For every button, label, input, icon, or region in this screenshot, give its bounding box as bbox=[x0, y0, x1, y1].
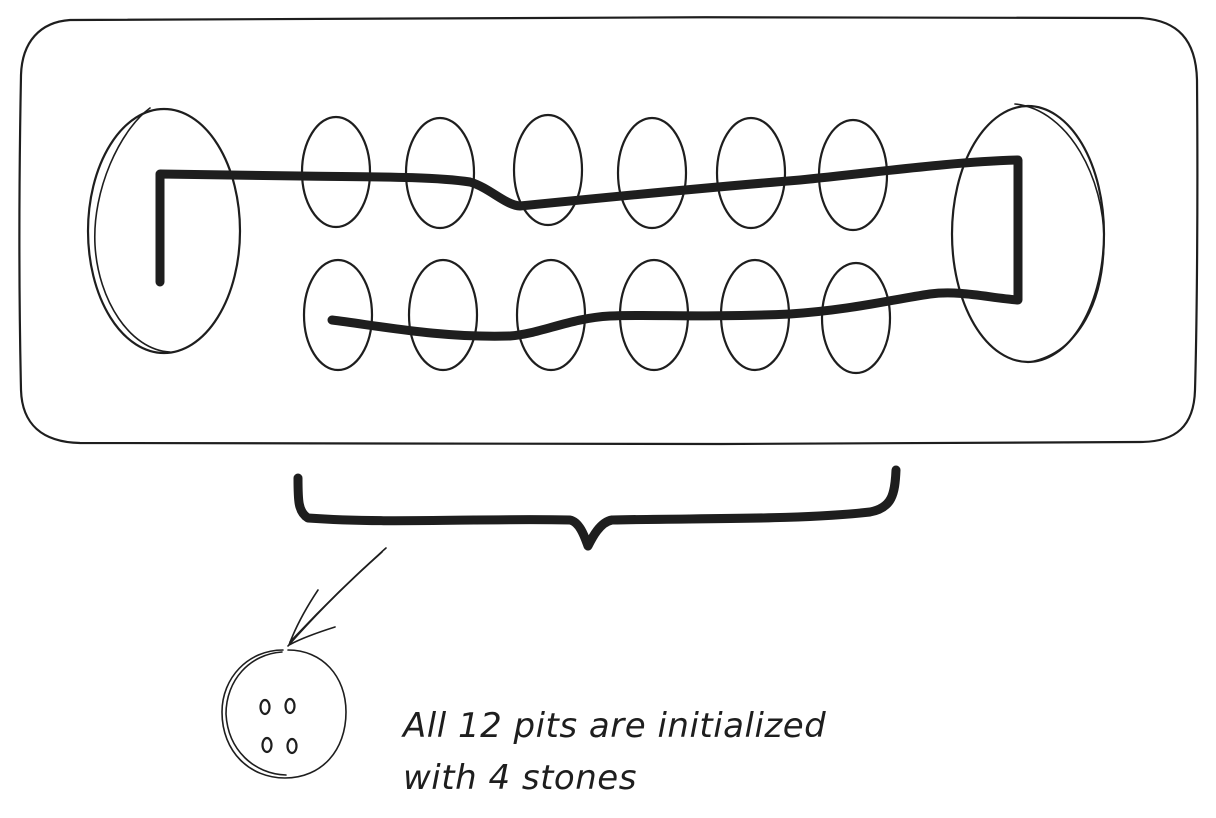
sowing-path bbox=[155, 155, 1023, 341]
stone-1 bbox=[259, 698, 271, 716]
left-store-stroke bbox=[94, 107, 171, 353]
right-store-stroke bbox=[1014, 103, 1105, 363]
pit-top-3 bbox=[512, 113, 584, 227]
caption: All 12 pits are initialized with 4 stone… bbox=[403, 700, 963, 804]
pit-bottom-6 bbox=[820, 261, 892, 375]
pit-top-2 bbox=[404, 116, 476, 230]
left-store bbox=[86, 107, 242, 355]
pit-bottom-1 bbox=[302, 258, 374, 372]
pit-bottom-2 bbox=[407, 258, 479, 372]
arrow-to-example-pit bbox=[287, 547, 387, 647]
stone-3 bbox=[261, 736, 273, 754]
pit-bottom-3 bbox=[515, 258, 587, 372]
pits-brace bbox=[293, 465, 901, 551]
right-store bbox=[950, 104, 1106, 364]
caption-line-2: with 4 stones bbox=[403, 758, 637, 798]
stone-4 bbox=[286, 737, 298, 755]
caption-line-1: All 12 pits are initialized bbox=[403, 706, 827, 746]
pit-top-5 bbox=[715, 116, 787, 230]
stone-2 bbox=[284, 697, 296, 715]
example-pit bbox=[221, 649, 347, 779]
top-row-pits bbox=[300, 113, 889, 232]
board-outline bbox=[18, 16, 1199, 446]
pit-top-4 bbox=[616, 116, 688, 230]
arrow-head bbox=[288, 589, 336, 646]
